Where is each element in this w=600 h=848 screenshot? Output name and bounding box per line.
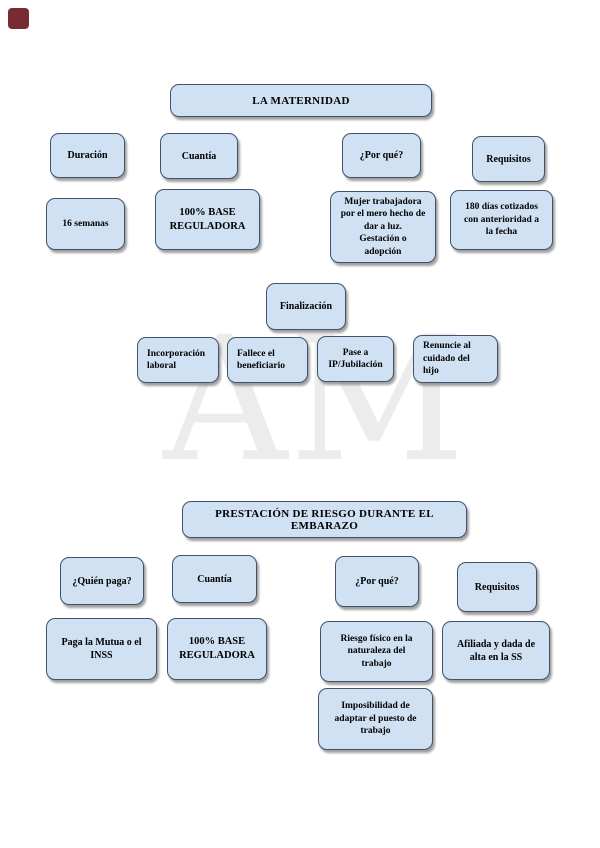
maternity-detail-porque: Mujer trabajadora por el mero hecho de d… — [330, 191, 436, 263]
riesgo-detail-quienpaga: Paga la Mutua o el INSS — [46, 618, 157, 680]
riesgo-detail-porque-2: Imposibilidad de adaptar el puesto de tr… — [318, 688, 433, 750]
maternity-detail-cuantia: 100% BASE REGULADORA — [155, 189, 260, 250]
maternity-header-cuantia: Cuantía — [160, 133, 238, 179]
riesgo-header-quienpaga: ¿Quién paga? — [60, 557, 144, 605]
maternity-detail-requisitos: 180 días cotizados con anterioridad a la… — [450, 190, 553, 250]
maternity-detail-duracion: 16 semanas — [46, 198, 125, 250]
finalizacion-item-jubilacion: Pase a IP/Jubilación — [317, 336, 394, 382]
finalizacion-header: Finalización — [266, 283, 346, 330]
finalizacion-item-renuncia: Renuncie al cuidado del hijo — [413, 335, 498, 383]
riesgo-detail-porque: Riesgo físico en la naturaleza del traba… — [320, 621, 433, 682]
riesgo-header-porque: ¿Por qué? — [335, 556, 419, 607]
maternity-header-porque: ¿Por qué? — [342, 133, 421, 178]
maternity-header-duracion: Duración — [50, 133, 125, 178]
maternity-header-requisitos: Requisitos — [472, 136, 545, 182]
finalizacion-item-incorporacion: Incorporación laboral — [137, 337, 219, 383]
riesgo-header-cuantia: Cuantía — [172, 555, 257, 603]
riesgo-detail-requisitos: Afiliada y dada de alta en la SS — [442, 621, 550, 680]
riesgo-detail-cuantia: 100% BASE REGULADORA — [167, 618, 267, 680]
riesgo-header-requisitos: Requisitos — [457, 562, 537, 612]
finalizacion-item-fallece: Fallece el beneficiario — [227, 337, 308, 383]
corner-red-square — [8, 8, 29, 29]
riesgo-title-box: PRESTACIÓN DE RIESGO DURANTE EL EMBARAZO — [182, 501, 467, 538]
maternity-title-box: LA MATERNIDAD — [170, 84, 432, 117]
